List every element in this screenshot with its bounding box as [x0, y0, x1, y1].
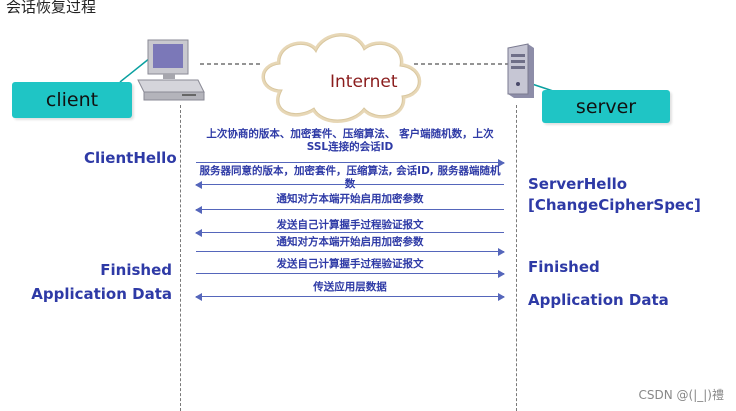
- server-lifeline: [516, 105, 517, 411]
- watermark: CSDN @(|_|)禮: [638, 388, 724, 402]
- page-title: 会话恢复过程: [6, 0, 97, 16]
- server-application-data-label: Application Data: [528, 291, 669, 309]
- message-arrow: [195, 228, 504, 237]
- message-text: 传送应用层数据: [313, 281, 387, 293]
- server-hello-label: ServerHello: [528, 175, 628, 193]
- message-text: 发送自己计算握手过程验证报文: [276, 258, 424, 270]
- message-arrow: [196, 269, 505, 278]
- computer-icon: [137, 39, 205, 101]
- internet-label: Internet: [330, 72, 398, 92]
- message-arrow: [195, 292, 505, 301]
- cloud-icon: [261, 33, 422, 123]
- message-text: 通知对方本端开始启用加密参数: [276, 236, 424, 248]
- server-icon: [507, 43, 534, 98]
- message-text: 发送自己计算握手过程验证报文: [276, 219, 424, 231]
- message-arrow: [196, 158, 505, 167]
- change-cipher-spec-label: [ChangeCipherSpec]: [528, 196, 701, 214]
- message-text: 服务器同意的版本，加密套件，压缩算法, 会话ID, 服务器端随机数: [199, 165, 501, 190]
- client-finished-label: Finished: [100, 261, 172, 279]
- server-label: server: [542, 90, 670, 123]
- client-lifeline: [180, 105, 181, 411]
- message-arrow: [195, 205, 504, 214]
- message-arrow: [196, 247, 505, 256]
- message-arrow: [195, 180, 504, 189]
- client-label: client: [12, 82, 132, 118]
- message-text: 上次协商的版本、加密套件、压缩算法、 客户端随机数，上次SSL连接的会话ID: [206, 128, 494, 153]
- client-application-data-label: Application Data: [31, 285, 172, 303]
- message-text: 通知对方本端开始启用加密参数: [276, 193, 424, 205]
- client-hello-label: ClientHello: [84, 149, 177, 167]
- server-finished-label: Finished: [528, 258, 600, 276]
